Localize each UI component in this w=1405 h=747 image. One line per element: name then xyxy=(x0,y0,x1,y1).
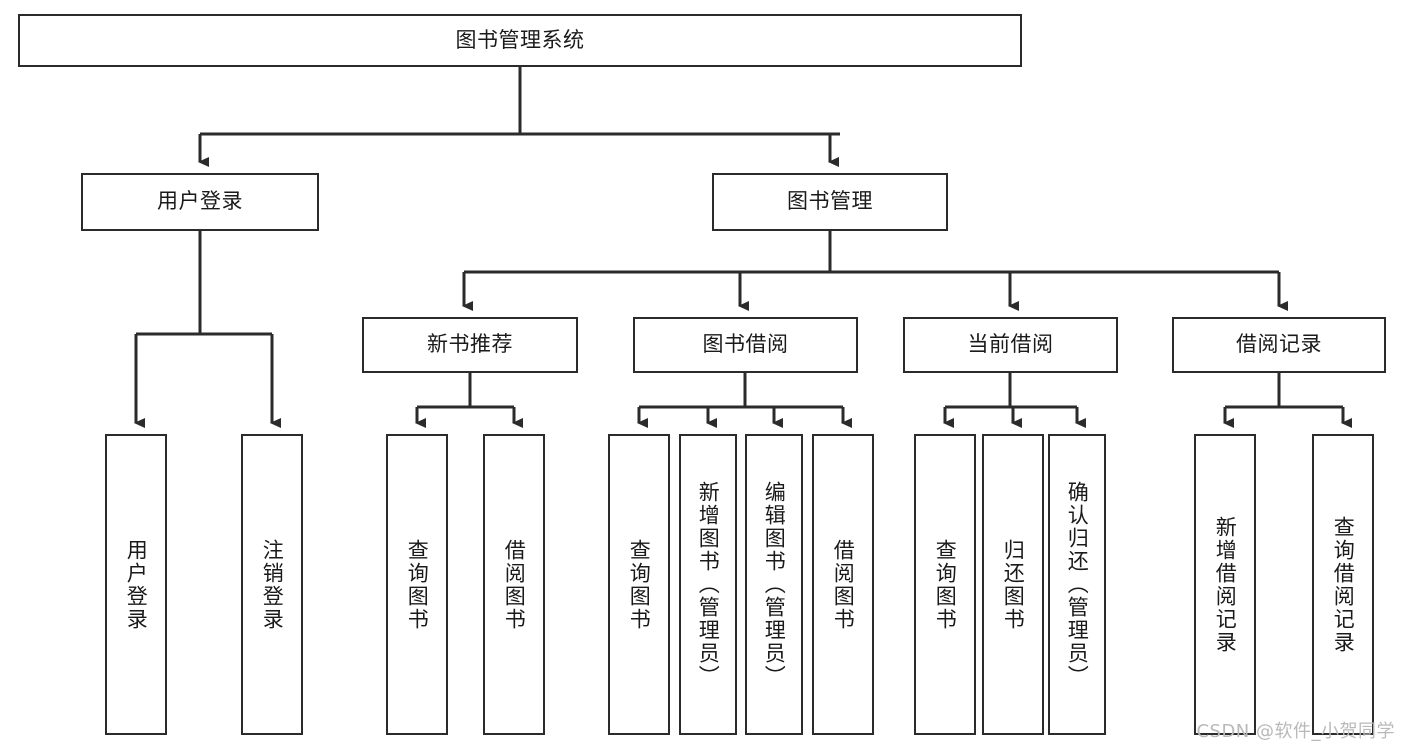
node-leaf-confirm-return-admin[interactable]: 确认归还（管理员） xyxy=(1048,434,1106,735)
node-leaf-borrow-book-new-label: 借阅图书 xyxy=(502,538,527,631)
node-user-login[interactable]: 用户登录 xyxy=(81,173,319,231)
node-leaf-query-book-new[interactable]: 查询图书 xyxy=(386,434,448,735)
node-borrow-record-label: 借阅记录 xyxy=(1236,332,1322,357)
node-leaf-confirm-return-admin-label: 确认归还（管理员） xyxy=(1065,481,1090,688)
node-leaf-borrow-book-label: 借阅图书 xyxy=(831,538,856,631)
node-leaf-query-book-current-label: 查询图书 xyxy=(933,538,958,631)
node-leaf-borrow-book-new[interactable]: 借阅图书 xyxy=(483,434,545,735)
node-leaf-logout-login-label: 注销登录 xyxy=(260,538,285,631)
node-leaf-query-book-new-label: 查询图书 xyxy=(405,538,430,631)
node-book-borrow-label: 图书借阅 xyxy=(702,332,789,357)
node-root-label: 图书管理系统 xyxy=(455,27,585,52)
node-leaf-return-book[interactable]: 归还图书 xyxy=(982,434,1044,735)
node-leaf-edit-book-admin-label: 编辑图书（管理员） xyxy=(762,481,787,688)
node-leaf-query-borrow-record-label: 查询借阅记录 xyxy=(1331,515,1356,654)
node-leaf-add-book-admin[interactable]: 新增图书（管理员） xyxy=(679,434,737,735)
node-leaf-query-borrow-record[interactable]: 查询借阅记录 xyxy=(1312,434,1374,735)
node-root[interactable]: 图书管理系统 xyxy=(18,14,1022,67)
node-leaf-query-book-borrow-label: 查询图书 xyxy=(627,538,652,631)
node-leaf-logout-login[interactable]: 注销登录 xyxy=(241,434,303,735)
node-leaf-add-borrow-record-label: 新增借阅记录 xyxy=(1213,515,1238,654)
node-current-borrow[interactable]: 当前借阅 xyxy=(903,317,1118,373)
node-book-manage[interactable]: 图书管理 xyxy=(712,173,948,231)
node-new-book-recommend-label: 新书推荐 xyxy=(427,332,513,357)
node-leaf-query-book-borrow[interactable]: 查询图书 xyxy=(608,434,670,735)
node-leaf-user-login[interactable]: 用户登录 xyxy=(105,434,167,735)
node-borrow-record[interactable]: 借阅记录 xyxy=(1172,317,1386,373)
node-current-borrow-label: 当前借阅 xyxy=(967,332,1054,357)
node-user-login-label: 用户登录 xyxy=(157,189,243,214)
node-leaf-add-book-admin-label: 新增图书（管理员） xyxy=(696,481,721,688)
node-book-manage-label: 图书管理 xyxy=(787,189,873,214)
node-leaf-user-login-label: 用户登录 xyxy=(124,538,149,631)
node-leaf-query-book-current[interactable]: 查询图书 xyxy=(914,434,976,735)
node-book-borrow[interactable]: 图书借阅 xyxy=(633,317,858,373)
node-leaf-edit-book-admin[interactable]: 编辑图书（管理员） xyxy=(745,434,803,735)
node-leaf-borrow-book[interactable]: 借阅图书 xyxy=(812,434,874,735)
node-leaf-add-borrow-record[interactable]: 新增借阅记录 xyxy=(1194,434,1256,735)
node-new-book-recommend[interactable]: 新书推荐 xyxy=(362,317,578,373)
watermark: CSDN @软件_小贺同学 xyxy=(1196,721,1395,742)
node-leaf-return-book-label: 归还图书 xyxy=(1001,538,1026,631)
